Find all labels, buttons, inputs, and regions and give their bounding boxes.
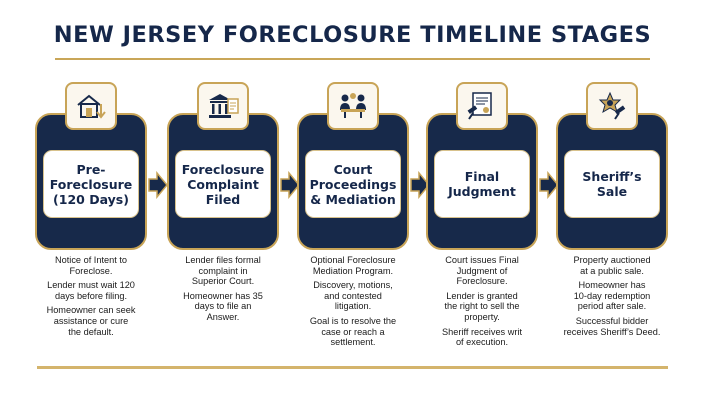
stage-card-pre-foreclosure: Pre- Foreclosure (120 Days) bbox=[35, 113, 147, 250]
stage-card-final-judgment: Final Judgment bbox=[426, 113, 538, 250]
stage-notes-pre-foreclosure: Notice of Intent to Foreclose. Lender mu… bbox=[31, 255, 151, 341]
stage-notes-sheriffs-sale: Property auctioned at a public sale. Hom… bbox=[552, 255, 672, 341]
stage-label: Foreclosure Complaint Filed bbox=[181, 161, 265, 207]
stage-note: Optional Foreclosure Mediation Program. bbox=[310, 255, 396, 276]
stage-note: Lender must wait 120 days before filing. bbox=[47, 280, 135, 301]
stage-notes-court-proceedings: Optional Foreclosure Mediation Program. … bbox=[293, 255, 413, 352]
arrow-right-icon bbox=[148, 171, 168, 199]
meeting-table-icon bbox=[327, 82, 379, 130]
stage-label-panel: Pre- Foreclosure (120 Days) bbox=[43, 150, 139, 218]
page-title: NEW JERSEY FORECLOSURE TIMELINE STAGES bbox=[53, 22, 652, 48]
stage-note: Homeowner can seek assistance or cure th… bbox=[46, 305, 136, 337]
stage-label-panel: Sheriff’s Sale bbox=[564, 150, 660, 218]
house-down-arrow-icon bbox=[65, 82, 117, 130]
stage-note: Homeowner has 10-day redemption period a… bbox=[573, 280, 651, 312]
stage-note: Court issues Final Judgment of Foreclosu… bbox=[445, 255, 519, 287]
arrow-right-icon bbox=[280, 171, 300, 199]
sheriff-badge-gavel-icon bbox=[586, 82, 638, 130]
stage-label: Pre- Foreclosure (120 Days) bbox=[49, 161, 133, 207]
gavel-certificate-icon bbox=[456, 82, 508, 130]
title-divider bbox=[55, 58, 650, 60]
footer-divider bbox=[37, 366, 668, 369]
stage-card-court-proceedings: Court Proceedings & Mediation bbox=[297, 113, 409, 250]
stage-note: Property auctioned at a public sale. bbox=[573, 255, 651, 276]
stage-label: Sheriff’s Sale bbox=[582, 169, 642, 199]
stage-note: Goal is to resolve the case or reach a s… bbox=[309, 315, 397, 348]
stage-note: Successful bidder receives Sheriff’s Dee… bbox=[563, 315, 661, 337]
stage-note: Lender files formal complaint in Superio… bbox=[185, 255, 261, 287]
stage-note: Notice of Intent to Foreclose. bbox=[54, 255, 127, 276]
stage-card-sheriffs-sale: Sheriff’s Sale bbox=[556, 113, 668, 250]
stage-label-panel: Foreclosure Complaint Filed bbox=[175, 150, 271, 218]
stage-label-panel: Court Proceedings & Mediation bbox=[305, 150, 401, 218]
stage-card-complaint-filed: Foreclosure Complaint Filed bbox=[167, 113, 279, 250]
arrow-right-icon bbox=[410, 171, 430, 199]
stage-note: Homeowner has 35 days to file an Answer. bbox=[183, 290, 263, 322]
stage-label: Final Judgment bbox=[448, 169, 516, 199]
stage-notes-final-judgment: Court issues Final Judgment of Foreclosu… bbox=[422, 255, 542, 352]
stage-label-panel: Final Judgment bbox=[434, 150, 530, 218]
stage-note: Discovery, motions, and contested litiga… bbox=[313, 280, 393, 312]
stage-note: Sheriff receives writ of execution. bbox=[442, 326, 522, 348]
stage-note: Lender is granted the right to sell the … bbox=[444, 290, 520, 322]
arrow-right-icon bbox=[539, 171, 559, 199]
stage-notes-complaint-filed: Lender files formal complaint in Superio… bbox=[163, 255, 283, 327]
stage-label: Court Proceedings & Mediation bbox=[309, 161, 397, 207]
courthouse-document-icon bbox=[197, 82, 249, 130]
